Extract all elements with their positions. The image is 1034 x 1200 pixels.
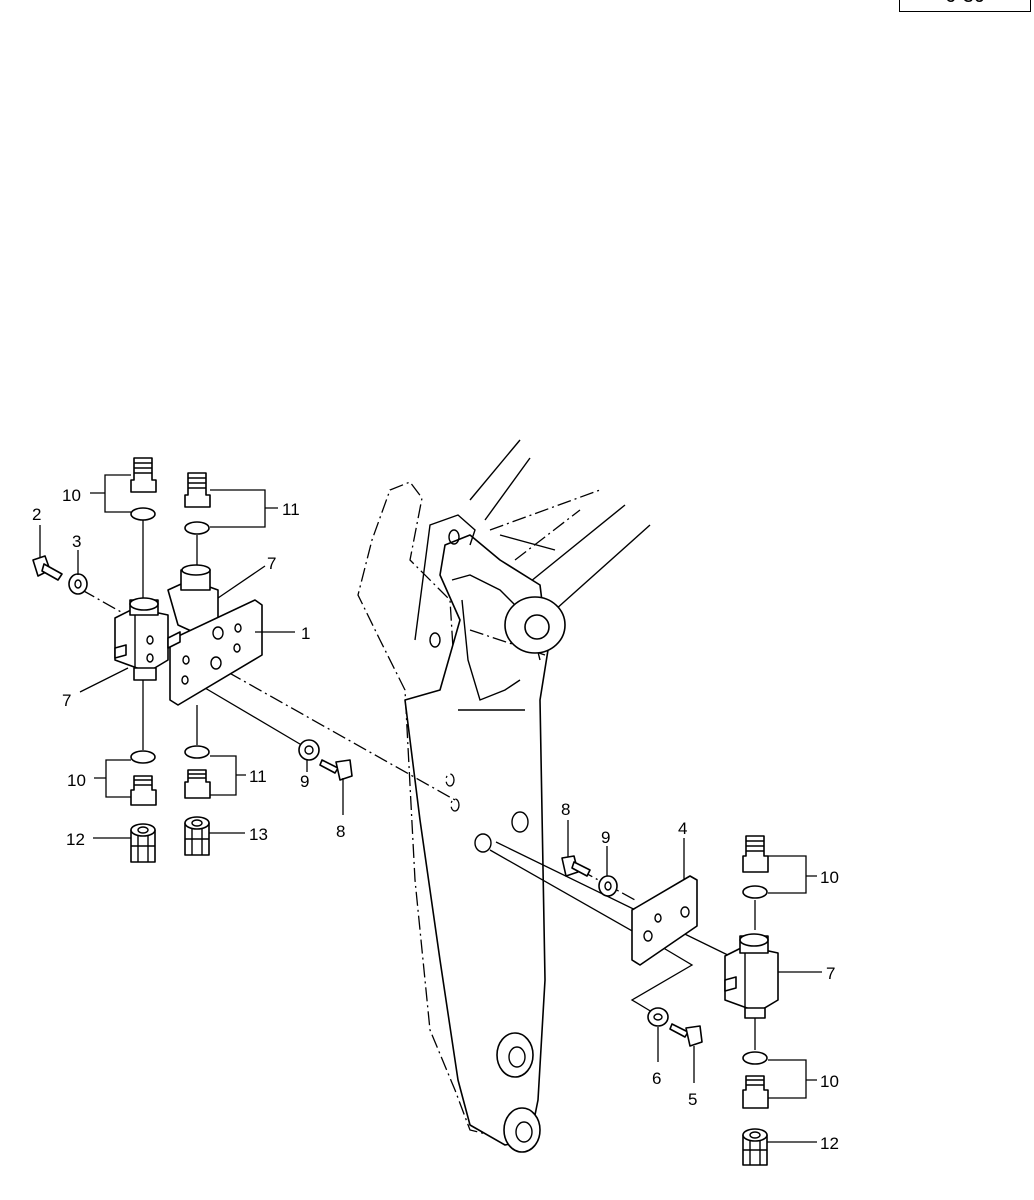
callout-7: 7 [826, 964, 835, 983]
o-ring-10-lower-right [742, 1051, 768, 1065]
page-reference-box: 6-30 [899, 0, 1031, 12]
o-ring-11-upper-left [184, 521, 210, 535]
callout-12: 12 [66, 830, 85, 849]
cap-13 [184, 816, 210, 856]
o-ring-10-lower-left [130, 750, 156, 764]
block-7-right [724, 933, 779, 1019]
callout-11: 11 [282, 500, 300, 519]
fitting-11-lower-left [184, 769, 211, 799]
fitting-10-lower-left [130, 775, 157, 806]
washer-9-right [598, 875, 618, 897]
arm-assembly [357, 439, 651, 1153]
o-ring-11-lower-left [184, 745, 210, 759]
washer-6 [647, 1007, 669, 1027]
callout-10: 10 [62, 486, 81, 505]
callout-10: 10 [820, 1072, 839, 1091]
callout-7: 7 [267, 554, 276, 573]
fitting-10-upper-right [742, 835, 769, 873]
plate-1 [169, 599, 263, 706]
bolt-8-left [319, 759, 353, 781]
cap-12-left [130, 823, 156, 863]
callout-4: 4 [678, 819, 687, 838]
callout-labels: 10 11 2 3 7 1 7 10 11 9 8 12 13 8 9 4 10… [32, 486, 839, 1153]
bolt-2 [32, 555, 63, 581]
callout-12: 12 [820, 1134, 839, 1153]
block-7-front [114, 597, 181, 681]
callout-8: 8 [561, 800, 570, 819]
left-fitting-group [32, 457, 353, 863]
callout-2: 2 [32, 505, 41, 524]
callout-8: 8 [336, 822, 345, 841]
callout-11: 11 [249, 767, 267, 786]
washer-3 [68, 573, 88, 595]
callout-7: 7 [62, 691, 71, 710]
page-reference: 6-30 [945, 0, 985, 7]
callout-9: 9 [601, 828, 610, 847]
fitting-10-upper-left [130, 457, 157, 493]
washer-9-left [298, 739, 320, 761]
callout-1: 1 [301, 624, 310, 643]
callout-13: 13 [249, 825, 268, 844]
fitting-11-upper-left [184, 472, 211, 508]
cap-12-right [742, 1128, 768, 1166]
callout-3: 3 [72, 532, 81, 551]
o-ring-10-upper-right [742, 885, 768, 899]
assembly-center-lines [81, 520, 756, 1050]
bolt-5 [669, 1023, 703, 1047]
plate-4 [631, 875, 698, 966]
o-ring-10-upper-left [130, 507, 156, 521]
right-fitting-group [561, 835, 779, 1166]
fitting-10-lower-right [742, 1075, 769, 1109]
callout-9: 9 [300, 772, 309, 791]
callout-5: 5 [688, 1090, 697, 1109]
callout-6: 6 [652, 1069, 661, 1088]
bolt-8-right [561, 855, 591, 877]
callout-10: 10 [67, 771, 86, 790]
callout-10: 10 [820, 868, 839, 887]
leader-lines [39, 474, 822, 1143]
